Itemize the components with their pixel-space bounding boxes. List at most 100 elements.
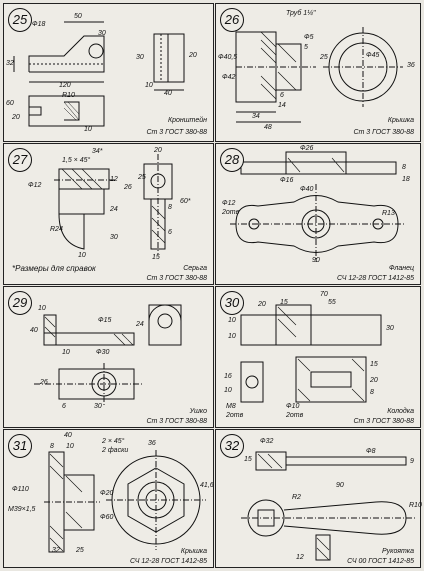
dim-label: Ф16 [280,177,294,184]
dim-label: Ф32 [260,438,274,445]
dim-label: 25 [320,54,328,61]
bracket-drawing [13,21,185,127]
dim-label: 2отв [286,412,304,419]
dim-label: 8 [402,164,406,171]
dim-label: 55 [328,299,336,306]
dim-label: Ф110 [12,486,29,493]
dim-label: 15 [244,456,252,463]
part-name: Крышка [387,117,414,124]
dim-label: 60* [180,198,191,205]
dim-label: 40 [164,90,172,97]
part-name: Кронштейн [167,117,207,124]
dim-label: 8 [168,204,172,211]
dim-label: 20 [154,147,162,154]
dim-label: 12 [296,554,304,561]
dim-label: 20 [189,52,197,59]
dim-label: 120 [59,82,71,89]
panel-31: 31 40 8 10 2 × 45° 2 фаски 36 Ф110 М39×1… [3,429,214,568]
dim-label: 26 [124,184,132,191]
dim-label: 24 [110,206,118,213]
dim-label: Ф20 [100,490,114,497]
panel-number: 27 [8,148,32,172]
dim-label: 34* [92,148,103,155]
dim-label: 41,6 [200,482,214,489]
dim-label: 6 [62,403,66,410]
part-material: Ст 3 ГОСТ 380-88 [146,418,207,425]
dim-label: 1,5 × 45° [62,157,91,164]
panel-number: 25 [8,8,32,32]
part-material: Ст 3 ГОСТ 380-88 [146,129,207,136]
dim-label: R10 [62,92,75,99]
dim-label: 14 [278,102,286,109]
panel-number: 32 [220,434,244,458]
dim-label: 50 [74,13,82,20]
part-name: Крышка [180,548,207,555]
part-material: Ст 3 ГОСТ 380-88 [353,418,414,425]
dim-label: R24 [50,226,63,233]
dim-label: Ф42 [222,74,236,81]
dim-label: Ф10 [286,403,300,410]
flange-drawing [230,151,404,262]
part-material: СЧ 00 ГОСТ 1412-85 [347,558,414,565]
dim-label: 16 [224,373,232,380]
block-drawing [240,304,382,403]
panel-27: 27 34* 20 1,5 × 45° Ф12 12 26 25 R24 24 … [3,143,214,285]
earring-drawing [54,154,173,254]
dim-label: Ф60 [100,514,114,521]
dim-label: 12 [110,176,118,183]
dim-label: Ф26 [300,145,314,152]
dim-label: 34 [252,113,260,120]
part-name: Ушко [189,408,207,415]
dim-label: 30 [110,234,118,241]
dim-label: Ф5 [304,34,314,41]
dim-label: 60 [6,100,14,107]
reference-note: *Размеры для справок [12,264,96,273]
dim-label: 2 фаски [102,447,129,454]
dim-label: 40 [30,327,38,334]
dim-label: 2 × 45° [102,438,125,445]
part-name: Фланец [389,265,414,272]
panel-29: 29 10 40 Ф15 Ф30 24 26 10 30 6 Ушко Ст 3… [3,286,214,428]
dim-label: 15 [152,254,160,261]
dim-label: 18 [402,176,410,183]
dim-label: 10 [228,317,236,324]
part-material: Ст 3 ГОСТ 380-88 [146,275,207,282]
dim-label: 30 [94,403,102,410]
panel-number: 28 [220,148,244,172]
dim-label: 8 [50,443,54,450]
dim-label: 15 [280,299,288,306]
dim-label: 36 [148,440,156,447]
dim-label: 10 [38,305,46,312]
dim-label: 25 [76,547,84,554]
part-name: Рукоятка [382,548,414,555]
dim-label: 20 [370,377,378,384]
lug-drawing [34,304,182,405]
dim-label: 10 [228,333,236,340]
dim-label: R10 [409,502,422,509]
dim-label: Ф15 [98,317,112,324]
dim-label: Ф40,5 [218,54,238,61]
dim-label: 25 [138,174,146,181]
dim-label: Ф30 [96,349,110,356]
panel-number: 29 [8,291,32,315]
dim-label: 6 [280,92,284,99]
dim-label: Ф8 [366,448,376,455]
dim-label: 10 [78,252,86,259]
dim-label: 24 [136,321,144,328]
dim-label: Труб 1¼" [286,10,316,17]
dim-label: 2отв [222,209,240,216]
dim-label: 70 [320,291,328,298]
dim-label: 90 [312,257,320,264]
part-material: СЧ 12-28 ГОСТ 1412-85 [129,558,207,565]
dim-label: 20 [12,114,20,121]
dim-label: 32 [52,547,60,554]
dim-label: 8 [370,389,374,396]
part-material: СЧ 12-28 ГОСТ 1412-85 [336,275,414,282]
dim-label: Ф12 [222,200,236,207]
panel-number: 31 [8,434,32,458]
dim-label: 30 [98,30,106,37]
panel-25: 25 50 30 Ф18 32 120 30 10 20 40 R10 20 6… [3,3,214,142]
dim-label: 5 [304,44,308,51]
panel-32: 32 Ф32 15 Ф8 9 90 R10 R2 12 Рукоятка СЧ … [215,429,422,568]
dim-label: Ф45 [366,52,380,59]
